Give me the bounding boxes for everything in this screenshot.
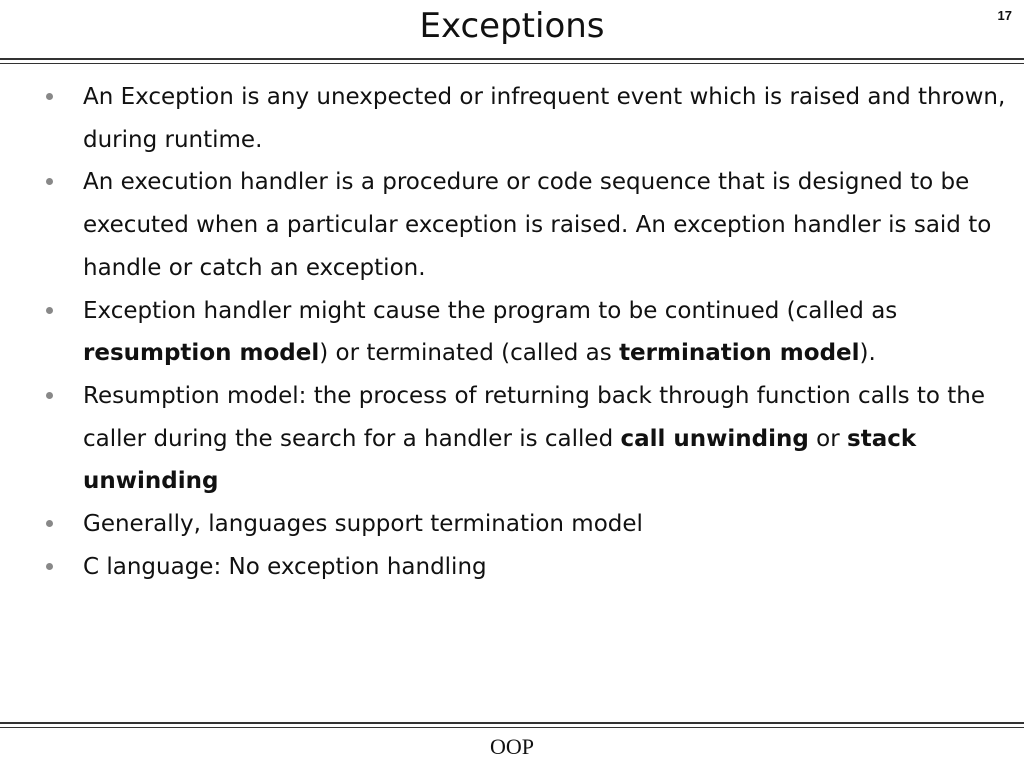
bullet-item: Exception handler might cause the progra…: [36, 290, 1011, 375]
bullet-dot-icon: [46, 562, 53, 570]
title-divider: [0, 58, 1024, 64]
bullet-text: An Exception is any unexpected or infreq…: [83, 84, 1006, 153]
bullet-text: An execution handler is a procedure or c…: [83, 169, 992, 281]
bullet-list: An Exception is any unexpected or infreq…: [36, 76, 1011, 588]
bullet-text: Exception handler might cause the progra…: [83, 297, 898, 324]
bullet-text: Resumption model: the process of returni…: [83, 382, 986, 452]
bullet-dot-icon: [46, 391, 53, 399]
bullet-text: Generally, languages support termination…: [83, 511, 643, 538]
bullet-item: C language: No exception handling: [36, 546, 1011, 589]
bullet-dot-icon: [46, 520, 53, 528]
bullet-item: An Exception is any unexpected or infreq…: [36, 76, 1011, 161]
bullet-text: ) or terminated (called as: [319, 340, 620, 367]
bullet-text: C language: No exception handling: [83, 553, 487, 580]
bullet-text: or: [808, 425, 848, 452]
bullet-item: Generally, languages support termination…: [36, 503, 1011, 546]
bullet-item: An execution handler is a procedure or c…: [36, 161, 1011, 289]
bullet-dot-icon: [46, 178, 53, 186]
slide-title: Exceptions: [419, 6, 605, 46]
bullet-item: Resumption model: the process of returni…: [36, 375, 1011, 503]
term-resumption-model: resumption model: [83, 340, 320, 367]
bullet-dot-icon: [46, 306, 53, 314]
bullet-text: ).: [859, 340, 876, 367]
term-stack-unwinding: stack unwinding: [83, 425, 917, 495]
term-call-unwinding: call unwinding: [620, 425, 809, 452]
footer-divider: [0, 722, 1024, 728]
bullet-dot-icon: [46, 93, 53, 100]
slide-number: 17: [997, 8, 1012, 23]
footer-text: OOP: [489, 734, 534, 759]
term-termination-model: termination model: [619, 340, 860, 367]
